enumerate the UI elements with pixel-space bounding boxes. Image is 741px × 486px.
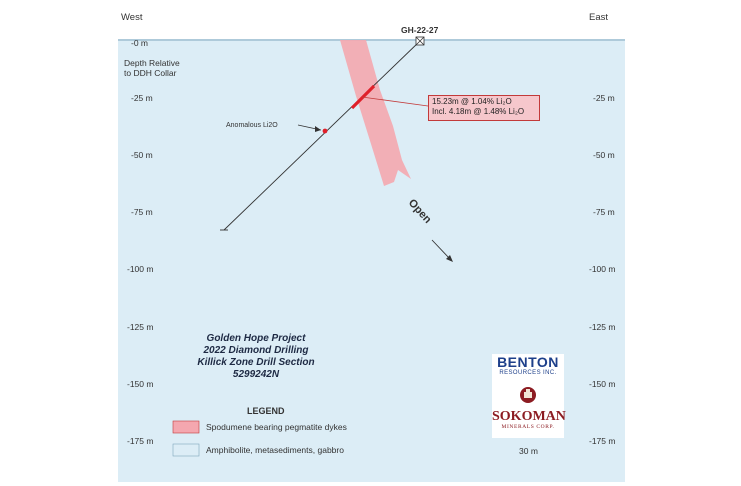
title-line3: Killick Zone Drill Section 5299242N <box>197 357 315 380</box>
benton-logo: BENTON RESOURCES INC. <box>492 354 564 386</box>
left-tick-50: -50 m <box>131 150 153 160</box>
depth-label-line2: to DDH Collar <box>124 68 177 78</box>
legend-label-host: Amphibolite, metasediments, gabbro <box>206 445 344 455</box>
right-tick-75: -75 m <box>593 207 615 217</box>
section-title-block: Golden Hope Project 2022 Diamond Drillin… <box>176 333 336 381</box>
legend-title: LEGEND <box>247 406 285 416</box>
sokoman-emblem-icon <box>520 387 536 403</box>
benton-logo-name: BENTON <box>497 354 559 370</box>
drillhole-trace <box>223 40 421 231</box>
callout-leader <box>361 96 429 107</box>
left-tick-0: -0 m <box>131 38 148 48</box>
right-tick-175: -175 m <box>589 436 615 446</box>
callout-line1: 15.23m @ 1.04% Li₂O <box>432 97 512 106</box>
right-tick-25: -25 m <box>593 93 615 103</box>
left-tick-150: -150 m <box>127 379 153 389</box>
benton-logo-sub: RESOURCES INC. <box>499 370 557 376</box>
east-label: East <box>589 12 608 23</box>
legend-label-pegmatite: Spodumene bearing pegmatite dykes <box>206 422 347 432</box>
sokoman-logo-sub: MINERALS CORP. <box>501 424 555 430</box>
pegmatite-dyke <box>340 40 411 186</box>
left-tick-25: -25 m <box>131 93 153 103</box>
sokoman-logo: SOKOMAN MINERALS CORP. <box>492 386 566 438</box>
open-arrowhead-icon <box>446 255 453 262</box>
depth-label-line1: Depth Relative <box>124 58 180 68</box>
left-tick-125: -125 m <box>127 322 153 332</box>
scale-label: 30 m <box>519 446 538 456</box>
sokoman-logo-name: SOKOMAN <box>492 409 566 424</box>
anomalous-label: Anomalous Li2O <box>226 122 278 129</box>
legend-swatch-pegmatite <box>172 420 200 434</box>
anomalous-point-icon <box>322 128 328 134</box>
callout-line2: Incl. 4.18m @ 1.48% Li₂O <box>432 107 525 116</box>
open-arrow <box>431 239 451 260</box>
title-line2: 2022 Diamond Drilling <box>203 345 309 356</box>
right-tick-50: -50 m <box>593 150 615 160</box>
left-tick-175: -175 m <box>127 436 153 446</box>
title-line1: Golden Hope Project <box>206 333 306 344</box>
right-tick-150: -150 m <box>589 379 615 389</box>
legend-swatch-host <box>172 443 200 457</box>
drillhole-label: GH-22-27 <box>401 25 439 35</box>
left-tick-75: -75 m <box>131 207 153 217</box>
right-tick-100: -100 m <box>589 264 615 274</box>
intercept-callout: 15.23m @ 1.04% Li₂O Incl. 4.18m @ 1.48% … <box>428 95 540 121</box>
right-tick-125: -125 m <box>589 322 615 332</box>
west-label: West <box>121 12 143 23</box>
left-tick-100: -100 m <box>127 264 153 274</box>
